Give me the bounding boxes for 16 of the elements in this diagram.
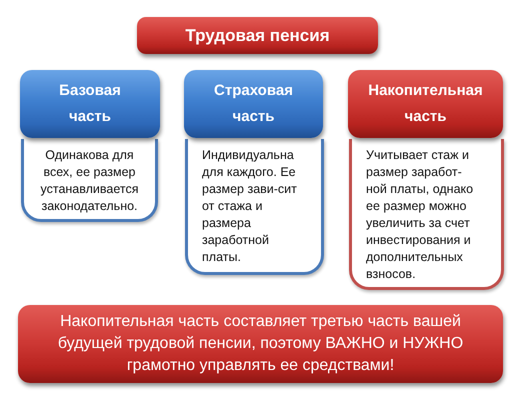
description-text: Учитывает стаж и размер заработ-ной платы, однако ее размер можно увеличить за счет инвестирования и дополнительных взносов. (366, 147, 474, 283)
description-panel (21, 139, 158, 222)
title-banner (137, 17, 378, 54)
note-text: Накопительная часть составляет третью часть вашей будущей трудовой пенсии, поэтому ВАЖНО и НУЖНО грамотно управлять ее средствами! (56, 312, 464, 376)
description-panel (185, 139, 324, 275)
section-title: Страховая часть (213, 81, 294, 127)
description-panel (349, 139, 504, 290)
section-title: Базовая часть (58, 81, 122, 127)
section-header (20, 70, 160, 138)
section-header (348, 70, 503, 138)
description-text: Одинакова для всех, ее размер устанавливается законодательно. (40, 147, 140, 215)
description-text: Индивидуальна для каждого. Ее размер зави-сит от стажа и размера заработной платы. (202, 147, 298, 266)
section-title: Накопительная часть (367, 81, 484, 127)
section-header (184, 70, 323, 138)
note-banner (18, 305, 503, 383)
banner-label: Трудовая пенсия (185, 26, 330, 46)
